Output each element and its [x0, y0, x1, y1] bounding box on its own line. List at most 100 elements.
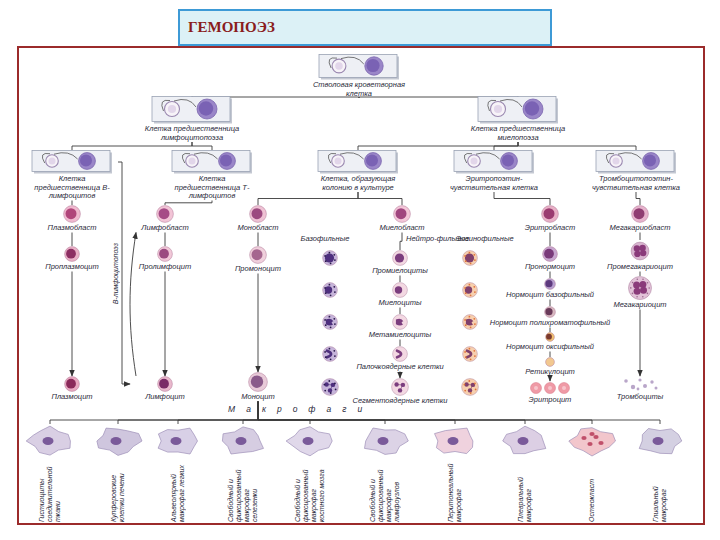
- nucleus: [66, 249, 76, 259]
- cell-label: Плазмоцит: [32, 393, 112, 402]
- small-nucleus: [49, 158, 56, 165]
- cell-node: Нормоцит оксифильный: [495, 332, 605, 352]
- granule: [464, 287, 466, 289]
- nucleus: [544, 249, 554, 259]
- band-nucleus: [397, 351, 401, 358]
- granule: [474, 259, 476, 261]
- cell-node: Сегментоядерные клетки: [310, 378, 490, 406]
- granule: [334, 259, 336, 261]
- cell-label: Метамиелоциты: [310, 331, 490, 340]
- granule: [465, 260, 467, 262]
- cytoplasm: [65, 247, 80, 262]
- connector: [550, 328, 551, 333]
- cell-illustration: [166, 150, 258, 174]
- self-renewal-loop: [162, 100, 170, 111]
- connector: [518, 142, 636, 150]
- large-cell: [79, 153, 96, 170]
- granule: [325, 356, 327, 358]
- macrophage-body: [365, 428, 409, 454]
- large-cell: [365, 57, 383, 75]
- granule: [475, 389, 477, 391]
- cytoplasm: [545, 307, 556, 318]
- cell-node: Промиелоциты: [310, 250, 490, 276]
- cell-node: Миелоциты: [310, 282, 490, 308]
- granule: [325, 260, 327, 262]
- kidney-nucleus: [326, 319, 333, 326]
- cell-label: Палочкоядерные клетки: [310, 363, 490, 372]
- granule: [330, 326, 332, 328]
- self-renewal-loop: [488, 100, 496, 111]
- connector: [550, 233, 551, 247]
- granule: [324, 351, 326, 353]
- granule: [465, 356, 467, 358]
- granule: [334, 355, 336, 357]
- granule: [330, 392, 332, 394]
- osteoclast-nucleus: [598, 441, 603, 445]
- granule: [464, 351, 466, 353]
- cell-node: Ретикулоцит: [500, 357, 600, 377]
- small-cell: [165, 102, 180, 117]
- connector: [130, 233, 136, 377]
- self-renewal-loop: [182, 153, 190, 163]
- connector: [72, 142, 192, 150]
- granule: [333, 318, 335, 320]
- cell-illustration: [130, 205, 200, 223]
- large-nucleus: [525, 101, 539, 115]
- small-nucleus: [494, 105, 502, 113]
- small-cell: [332, 59, 346, 73]
- connector: [72, 272, 73, 377]
- granule: [469, 316, 471, 318]
- nucleus-segment: [328, 388, 332, 392]
- granule: [647, 293, 649, 295]
- renewal-arrow: [54, 153, 78, 159]
- cell-illustration: [495, 332, 605, 342]
- granulocyte-cytoplasm: [393, 347, 408, 362]
- nucleus-segment: [464, 382, 468, 386]
- cell-label: Моноцит: [218, 393, 298, 402]
- cell-label: Клетка предшественница лимфоцитопоэза: [132, 125, 252, 142]
- granule: [333, 286, 335, 288]
- cell-label: Промиелоциты: [310, 267, 490, 276]
- granule: [470, 392, 472, 394]
- nucleus-lobe: [633, 282, 640, 289]
- granule: [632, 293, 634, 295]
- connector: [550, 300, 551, 307]
- macrophage-body: [435, 428, 473, 454]
- cytoplasm: [65, 377, 80, 392]
- large-nucleus: [220, 155, 232, 167]
- cell-label: Проплазмоцит: [32, 263, 112, 272]
- platelet: [631, 385, 635, 389]
- macrophage-label: Купферовские клетки печени: [110, 460, 126, 522]
- granulocyte-cytoplasm: [322, 379, 339, 396]
- erythrocyte: [531, 383, 542, 394]
- label-wrap: Глиальный макрофаг: [629, 460, 691, 522]
- label-wrap: Свободный и фиксированный макрофаг костн…: [279, 460, 341, 522]
- granule: [324, 390, 326, 392]
- connector: [550, 352, 551, 358]
- cell-label: Тромбоциты: [595, 393, 685, 402]
- progenitor-frame: [596, 151, 674, 172]
- kidney-nucleus: [396, 319, 403, 326]
- macrophage-label: Альвеолярный макрофаг легких: [170, 460, 186, 522]
- renewal-arrow: [194, 153, 218, 159]
- cell-label: Нормоцит оксифильный: [495, 343, 605, 352]
- macrophage-label: Глиальный макрофаг: [652, 460, 668, 522]
- macrophage-nucleus: [518, 437, 529, 445]
- cell-node: Плазмобласт: [32, 205, 112, 233]
- macrophage-label: Свободный и фиксированный макрофаг лимфо…: [369, 460, 401, 522]
- nucleus-segment: [331, 383, 335, 387]
- connector: [165, 201, 212, 206]
- cell-label: Миелобласт: [362, 224, 442, 233]
- granule: [325, 324, 327, 326]
- cell-label: Лимфобласт: [130, 224, 200, 233]
- granule: [330, 262, 332, 264]
- cell-node: Пролимфоцит: [130, 246, 200, 272]
- granule: [334, 323, 336, 325]
- cell-illustration: [32, 376, 112, 392]
- cell-label: Стволовая кроветворная клетка: [299, 81, 419, 98]
- nucleus-lobe: [634, 245, 640, 251]
- granulocyte-cytoplasm: [463, 251, 478, 266]
- cell-node: Эритроцит: [505, 381, 595, 405]
- granule: [470, 358, 472, 360]
- cell-node: Миелобласт: [362, 205, 442, 233]
